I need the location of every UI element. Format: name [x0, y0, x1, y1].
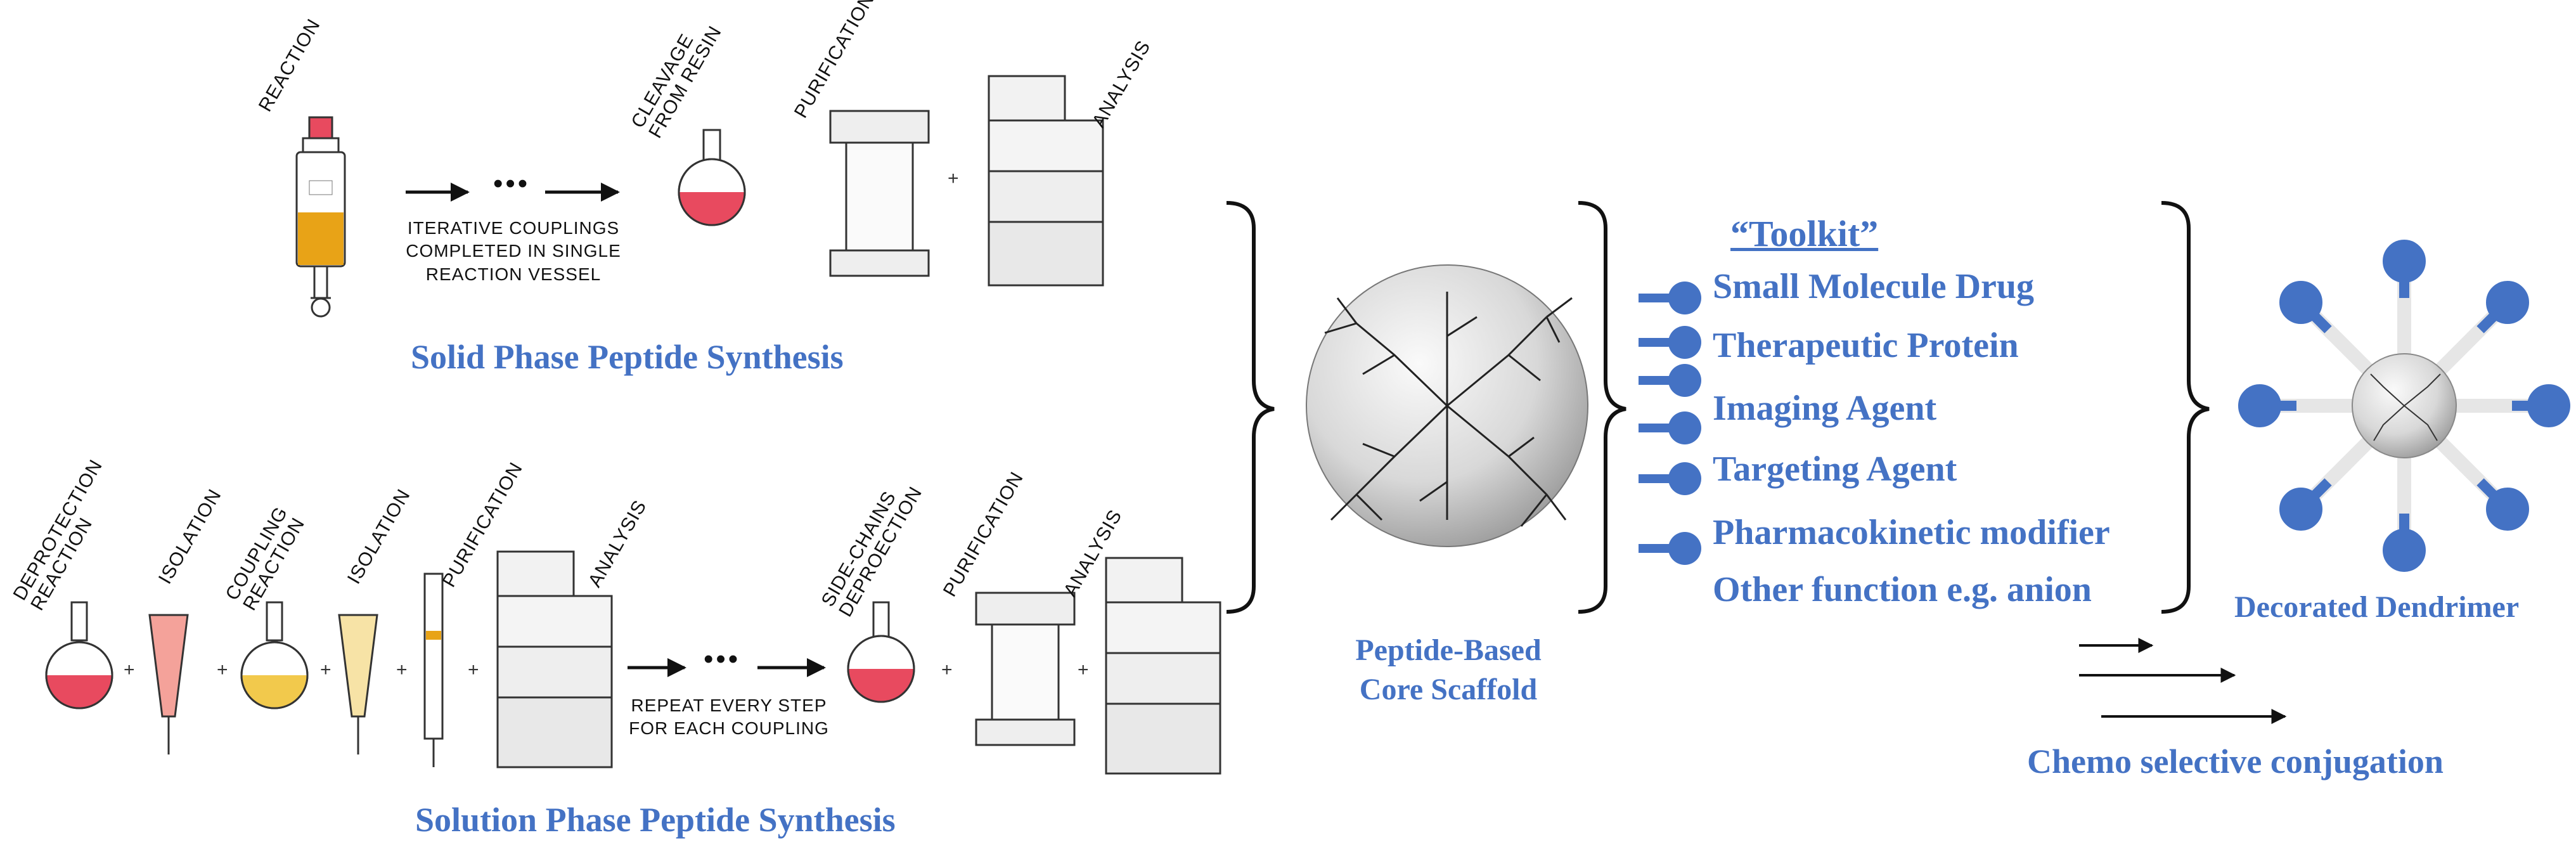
plus-sign: +: [468, 659, 479, 680]
toolkit-title: “Toolkit”: [1730, 213, 1879, 254]
lpps-title: Solution Phase Peptide Synthesis: [415, 801, 896, 839]
core-label-line: Peptide-Based: [1355, 633, 1542, 667]
pin-head-icon: [1668, 282, 1701, 314]
toolkit-pins: [1639, 282, 1701, 565]
plus-sign: +: [124, 659, 135, 680]
hplc-instrument-icon: [988, 75, 1104, 287]
core-label-line: Core Scaffold: [1359, 673, 1538, 707]
round-flask-icon: [45, 601, 113, 709]
reaction-bottle-icon: [295, 116, 346, 318]
separatory-funnel-icon: [338, 614, 378, 754]
plus-sign: +: [396, 659, 408, 680]
spps-note: ITERATIVE COUPLINGS COMPLETED IN SINGLE …: [406, 217, 621, 286]
plus-sign: +: [217, 659, 228, 680]
separatory-funnel-icon: [148, 614, 189, 754]
conjugation-label: Chemo selective conjugation: [2027, 742, 2444, 780]
plus-sign: +: [941, 659, 953, 680]
purification-column-icon: [829, 110, 930, 277]
toolkit-item: Other function e.g. anion: [1713, 570, 2092, 609]
plus-sign: +: [948, 168, 959, 189]
note-line: FOR EACH COUPLING: [629, 718, 829, 739]
toolkit-item: Targeting Agent: [1713, 450, 1957, 489]
round-flask-icon: [847, 601, 915, 703]
chromatography-column-icon: [423, 573, 444, 767]
toolkit-item: Small Molecule Drug: [1713, 267, 2035, 306]
lpps-note: REPEAT EVERY STEP FOR EACH COUPLING: [621, 694, 837, 741]
toolkit-item: Pharmacokinetic modifier: [1713, 513, 2110, 552]
hplc-instrument-icon: [496, 550, 613, 768]
brace-icon: [1578, 201, 1626, 614]
round-flask-icon: [678, 129, 746, 226]
decorated-dendrimer-label: Decorated Dendrimer: [2234, 590, 2520, 624]
hplc-instrument-icon: [1105, 557, 1221, 775]
toolkit-item: Therapeutic Protein: [1713, 326, 2019, 365]
round-flask-icon: [240, 601, 309, 709]
spps-title: Solid Phase Peptide Synthesis: [411, 338, 844, 376]
note-line: REPEAT EVERY STEP: [631, 696, 827, 715]
note-line: REACTION VESSEL: [425, 264, 602, 284]
purification-column-icon: [975, 592, 1076, 746]
pin-stem-icon: [1639, 294, 1677, 302]
brace-icon: [1226, 201, 1275, 614]
plus-sign: +: [1078, 659, 1089, 680]
note-line: COMPLETED IN SINGLE: [406, 241, 621, 261]
ellipsis: •••: [493, 168, 531, 199]
decorated-dendrimer-icon: [2238, 240, 2570, 572]
brace-icon: [2161, 201, 2210, 614]
note-line: ITERATIVE COUPLINGS: [407, 218, 620, 238]
toolkit-item: Imaging Agent: [1713, 389, 1937, 428]
dendrimer-sphere-icon: [1306, 264, 1588, 547]
ellipsis: •••: [704, 644, 741, 675]
plus-sign: +: [320, 659, 332, 680]
core-scaffold-label: Peptide-Based Core Scaffold: [1331, 631, 1566, 710]
